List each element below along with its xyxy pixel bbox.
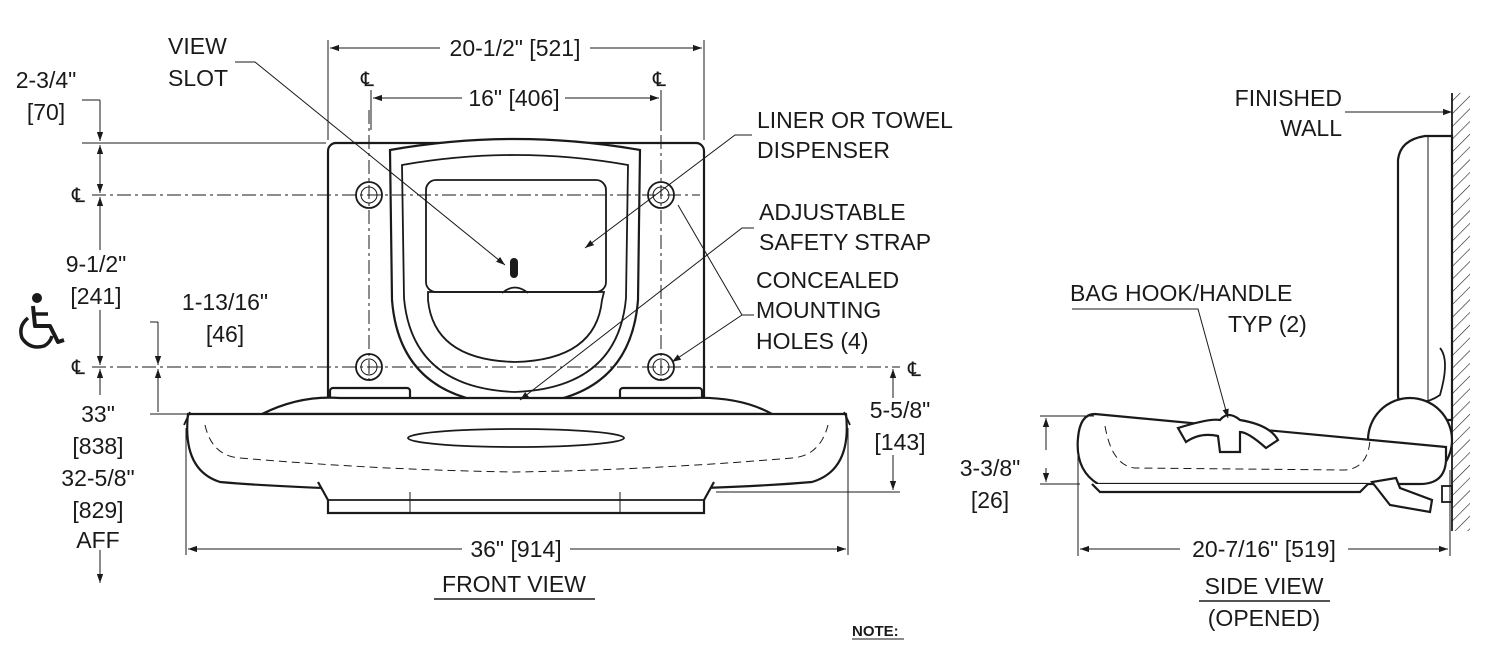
holes-label-3: HOLES (4) <box>756 328 868 354</box>
centerline-mark: ℄ <box>652 69 666 91</box>
liner-label-1: LINER OR TOWEL <box>757 107 953 133</box>
side-view <box>1040 93 1470 556</box>
bag-hook <box>1176 413 1280 454</box>
bed-handle <box>407 428 625 448</box>
finished-wall-label-1: FINISHED <box>1235 85 1342 111</box>
wheelchair-icon <box>19 293 65 349</box>
centerline-mark: ℄ <box>71 185 85 207</box>
mount-spacing-label: 16" [406] <box>468 85 559 111</box>
side-view-title-1: SIDE VIEW <box>1205 573 1324 599</box>
holes-label-2: MOUNTING <box>756 297 881 323</box>
side-bed <box>1076 412 1448 486</box>
note-label: NOTE: <box>852 623 899 640</box>
depth-label-1: 5-5/8" <box>870 397 931 423</box>
liner-label-2: DISPENSER <box>757 137 890 163</box>
strap-label-1: ADJUSTABLE <box>759 199 906 225</box>
side-thickness-label-2: [26] <box>971 487 1009 513</box>
view-slot-label-1: VIEW <box>168 33 227 59</box>
front-view-title: FRONT VIEW <box>442 571 586 597</box>
side-depth-label: 20-7/16" [519] <box>1192 536 1336 562</box>
aff-label-1: 33" <box>81 401 115 427</box>
aff-label-2: [838] <box>72 433 123 459</box>
vertical-spacing-label-2: [241] <box>70 283 121 309</box>
bag-hook-label-2: TYP (2) <box>1228 311 1307 337</box>
finished-wall <box>1452 93 1470 531</box>
bed-width-label: 36" [914] <box>470 536 561 562</box>
finished-wall-label-2: WALL <box>1280 115 1342 141</box>
centerline-mark: ℄ <box>71 357 85 379</box>
depth-label-2: [143] <box>874 429 925 455</box>
top-offset-label-1: 2-3/4" <box>16 67 77 93</box>
centerline-mark: ℄ <box>360 69 374 91</box>
front-view <box>183 137 851 515</box>
strap-label-2: SAFETY STRAP <box>759 229 931 255</box>
holes-label-1: CONCEALED <box>756 267 899 293</box>
changing-bed <box>186 412 848 494</box>
front-dimensions <box>82 40 900 583</box>
aff-label-5: AFF <box>76 527 119 553</box>
view-slot-label-2: SLOT <box>168 65 228 91</box>
side-thickness-label-1: 3-3/8" <box>960 455 1021 481</box>
vertical-spacing-label-1: 9-1/2" <box>66 251 127 277</box>
aff-label-3: 32-5/8" <box>61 465 134 491</box>
hole-to-rim-label-2: [46] <box>206 321 244 347</box>
side-view-title-2: (OPENED) <box>1208 605 1320 631</box>
top-offset-label-2: [70] <box>27 99 65 125</box>
labels: VIEW SLOT 20-1/2" [521] 16" [406] ℄ ℄ ℄ … <box>16 33 1343 640</box>
aff-label-4: [829] <box>72 497 123 523</box>
centerline-mark: ℄ <box>907 359 921 381</box>
bag-hook-label-1: BAG HOOK/HANDLE <box>1070 280 1292 306</box>
overall-width-label: 20-1/2" [521] <box>450 35 581 61</box>
view-slot <box>510 258 518 278</box>
hole-to-rim-label-1: 1-13/16" <box>182 289 268 315</box>
